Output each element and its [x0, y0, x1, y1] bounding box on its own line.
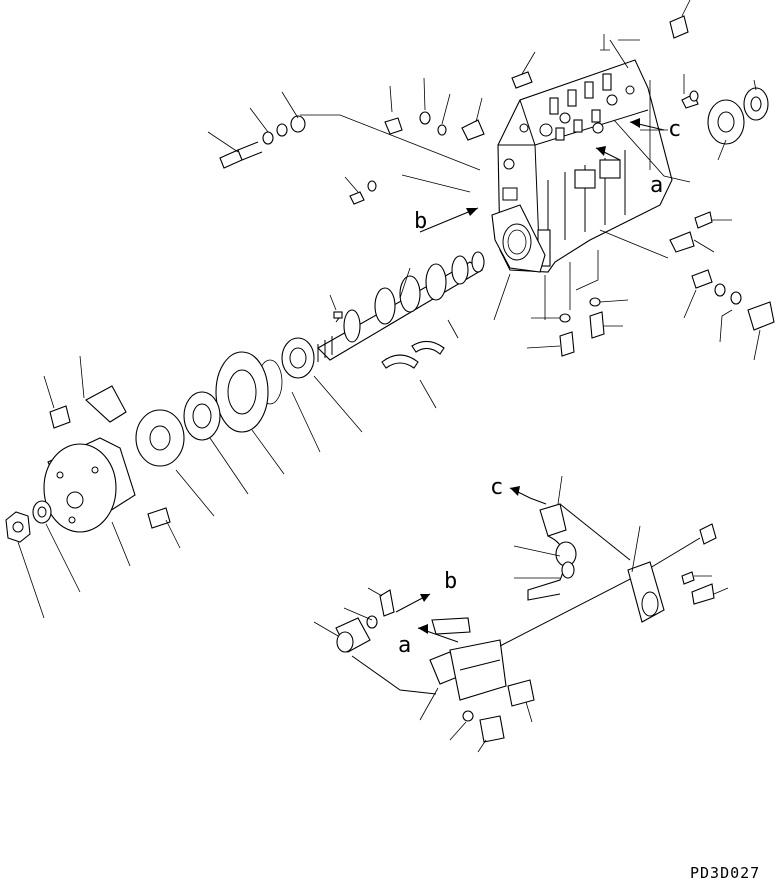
marker-a-top: a [650, 173, 663, 198]
figure-code: PD3D027 [690, 864, 760, 881]
marker-c-top: c [668, 117, 681, 142]
marker-a-bottom: a [398, 633, 411, 658]
marker-c-bottom: c [490, 475, 503, 500]
nut-and-washer [5, 500, 52, 543]
half-bearings [381, 340, 445, 369]
marker-b-top: b [414, 209, 427, 234]
guide-lines [401, 80, 691, 320]
direction-arrows [395, 118, 665, 643]
linkage-leader-lines [313, 475, 729, 753]
drive-coupling [43, 437, 136, 533]
leader-lines [17, 0, 761, 619]
pump-housing [491, 59, 673, 273]
bearing-assembly [135, 337, 315, 467]
bolts [49, 15, 775, 529]
camshaft [317, 251, 485, 362]
marker-b-bottom: b [444, 569, 457, 594]
stop-solenoid-linkage [335, 503, 717, 743]
governor-gear [707, 87, 769, 145]
